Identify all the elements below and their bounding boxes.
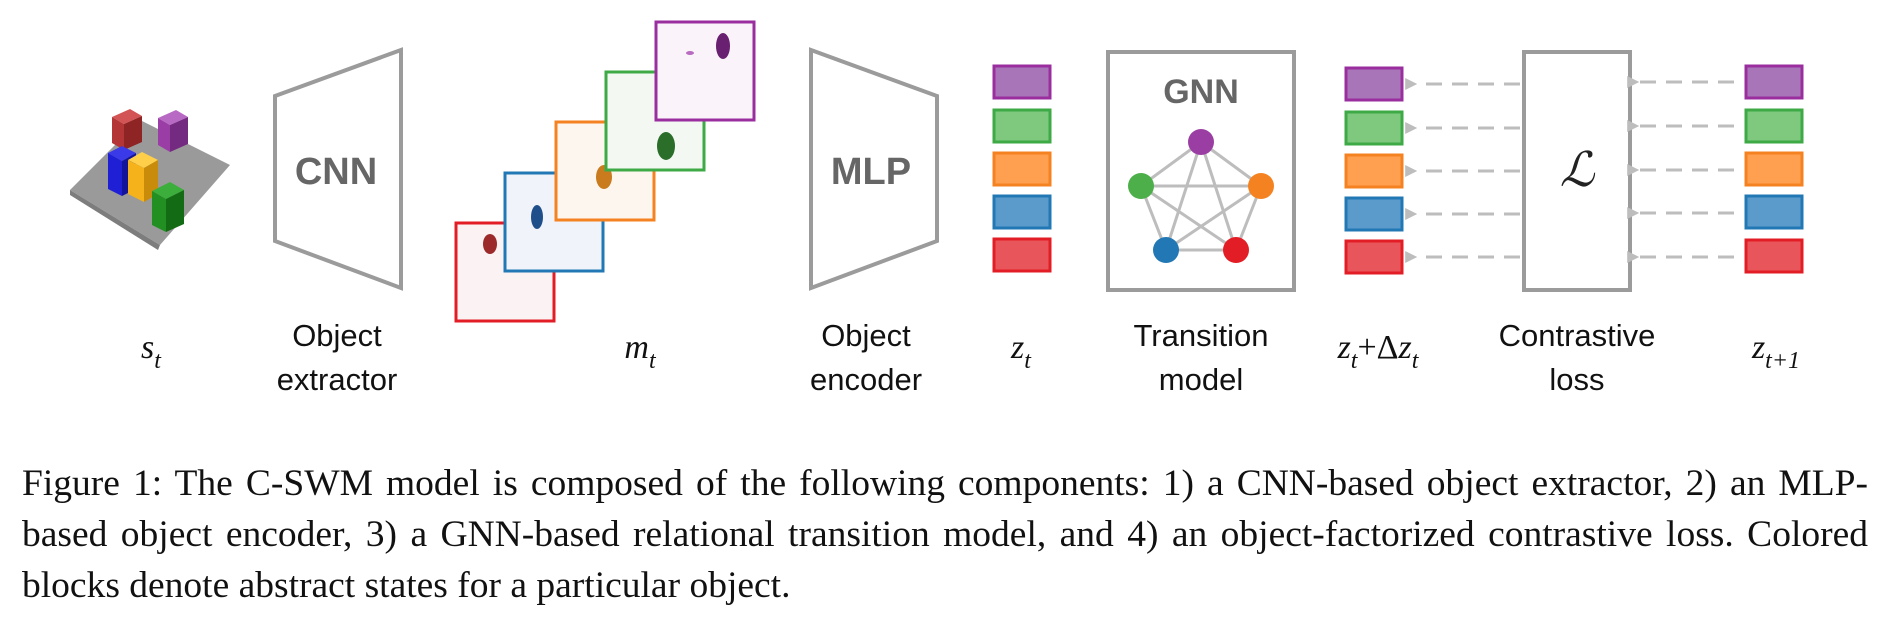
zt-block-red: [992, 237, 1052, 273]
gnn-label: GNN: [1163, 73, 1239, 111]
loss-symbol: ℒ: [1560, 144, 1596, 197]
object-extractor-label-line1: Object: [292, 318, 382, 353]
transition-model-label-line2: model: [1159, 362, 1243, 397]
latent-label: zt: [1010, 329, 1032, 374]
updated-block-orange: [1344, 153, 1404, 189]
gnn-node-orange: [1248, 173, 1274, 199]
object-encoder-label-line2: encoder: [810, 362, 922, 397]
next-block-blue: [1744, 194, 1804, 230]
mlp-label: MLP: [831, 151, 911, 193]
latent-blocks-next: [1744, 64, 1804, 274]
masks-label: mt: [624, 329, 657, 374]
contrastive-loss-block: [1522, 50, 1632, 292]
mask-purple: [654, 20, 756, 122]
mask-stack: [454, 20, 756, 323]
updated-block-purple: [1344, 66, 1404, 102]
gnn-node-red: [1223, 237, 1249, 263]
latent-blocks-updated: [1344, 66, 1404, 275]
latent-blocks-zt: [992, 64, 1052, 273]
zt-block-orange: [992, 151, 1052, 187]
zt-block-purple: [992, 64, 1052, 100]
transition-model-label-line1: Transition: [1134, 318, 1269, 353]
next-block-purple: [1744, 64, 1804, 100]
arrows-to-updated: [1405, 78, 1520, 263]
cnn-block: [273, 47, 403, 291]
updated-block-red: [1344, 239, 1404, 275]
next-block-red: [1744, 238, 1804, 274]
updated-block-blue: [1344, 196, 1404, 232]
object-encoder-label-line1: Object: [821, 318, 911, 353]
state-label: st: [141, 329, 162, 374]
gnn-node-purple: [1188, 129, 1214, 155]
contrastive-loss-label-line1: Contrastive: [1499, 318, 1656, 353]
contrastive-loss-label-line2: loss: [1549, 362, 1604, 397]
next-latent-label: zt+1: [1751, 329, 1800, 374]
zt-block-blue: [992, 194, 1052, 230]
mlp-block: [809, 47, 939, 291]
updated-block-green: [1344, 110, 1404, 146]
gnn-node-green: [1128, 173, 1154, 199]
figure-caption: Figure 1: The C-SWM model is composed of…: [22, 463, 1868, 606]
next-block-green: [1744, 108, 1804, 144]
next-block-orange: [1744, 151, 1804, 187]
object-extractor-label-line2: extractor: [277, 362, 398, 397]
arrows-from-next: [1627, 76, 1734, 263]
scene-image: [70, 109, 230, 250]
cnn-label: CNN: [295, 151, 377, 193]
updated-latent-label: zt+Δzt: [1337, 329, 1420, 374]
zt-block-green: [992, 108, 1052, 144]
gnn-node-blue: [1153, 237, 1179, 263]
